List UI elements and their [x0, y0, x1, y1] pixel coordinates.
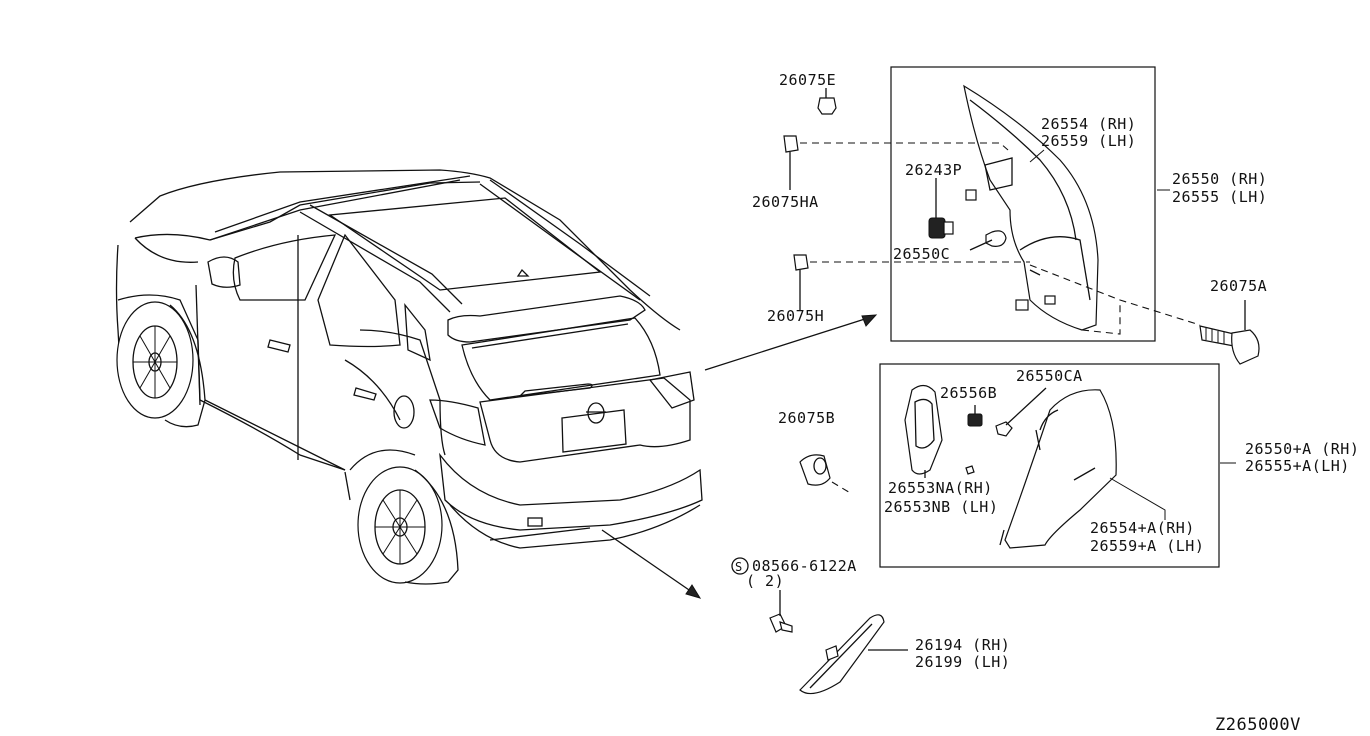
- vehicle-illustration: [115, 169, 703, 585]
- bulb-socket-26556b: [967, 405, 983, 427]
- label-26555-lh: 26555 (LH): [1172, 188, 1267, 206]
- label-26559a-lh: 26559+A (LH): [1090, 537, 1204, 555]
- clip-26075h: [793, 254, 1030, 310]
- label-08566-6122a: 08566-6122A: [752, 557, 857, 575]
- label-26554a-rh: 26554+A(RH): [1090, 519, 1195, 537]
- screw-symbol: S: [735, 560, 743, 574]
- label-26194-rh: 26194 (RH): [915, 636, 1010, 654]
- label-26075h: 26075H: [767, 307, 824, 325]
- label-26550ca: 26550CA: [1016, 367, 1083, 385]
- label-26243p: 26243P: [905, 161, 962, 179]
- bulb-26550c: [969, 230, 1007, 251]
- label-26550-rh: 26550 (RH): [1172, 170, 1267, 188]
- label-26075a: 26075A: [1210, 277, 1267, 295]
- pointer-arrow-lower: [601, 529, 702, 599]
- label-26199-lh: 26199 (LH): [915, 653, 1010, 671]
- screw-symbol-circle: [731, 557, 749, 575]
- clip-26075ha: [783, 135, 1009, 190]
- label-26553nb: 26553NB (LH): [884, 498, 998, 516]
- label-26556b: 26556B: [940, 384, 997, 402]
- assembly-box-26550a: [879, 363, 1220, 568]
- gasket-26553na: [904, 384, 943, 478]
- label-26075e: 26075E: [779, 71, 836, 89]
- bulb-26550ca: [995, 387, 1047, 437]
- clip-small: [965, 465, 975, 475]
- bulb-socket-26243p: [928, 178, 954, 239]
- diagram-id: Z265000V: [1215, 715, 1301, 735]
- clip-26075e: [817, 88, 837, 115]
- label-26553na: 26553NA(RH): [888, 479, 993, 497]
- label-26555a-lh: 26555+A(LH): [1245, 457, 1350, 475]
- reflector-26194: [799, 614, 908, 695]
- pointer-arrow-upper: [704, 314, 878, 371]
- label-26075ha: 26075HA: [752, 193, 819, 211]
- assembly-box-26550: [890, 66, 1156, 342]
- label-screw-quantity: ( 2): [746, 572, 784, 590]
- label-26550a-rh: 26550+A (RH): [1245, 440, 1359, 458]
- label-26550c: 26550C: [893, 245, 950, 263]
- rear-combination-lamp-lower: [999, 389, 1117, 549]
- screw-08566: [769, 590, 793, 633]
- label-26075b: 26075B: [778, 409, 835, 427]
- label-26554-rh: 26554 (RH): [1041, 115, 1136, 133]
- rear-combination-lamp-upper: [963, 84, 1099, 331]
- bolt-26075a: [1199, 300, 1260, 365]
- grommet-26075b: [799, 454, 853, 495]
- label-26559-lh: 26559 (LH): [1041, 132, 1136, 150]
